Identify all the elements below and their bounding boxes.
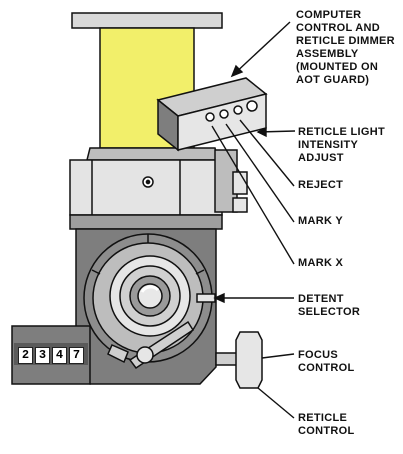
- callout-reticle-control: RETICLE CONTROL: [298, 412, 354, 438]
- callout-line: FOCUS: [298, 349, 338, 361]
- callout-reticle-light: RETICLE LIGHT INTENSITY ADJUST: [298, 126, 385, 165]
- callout-detent-selector: DETENT SELECTOR: [298, 293, 360, 319]
- upper-housing: [69, 159, 223, 216]
- callout-line: CONTROL AND: [296, 22, 380, 34]
- callout-line: RETICLE: [298, 412, 348, 424]
- arrowhead-computer-control: [230, 64, 244, 78]
- callout-line: RETICLE LIGHT: [298, 126, 386, 138]
- counter-digit: 7: [69, 347, 84, 364]
- leader-mark-x: [211, 125, 295, 265]
- button-reject: [233, 105, 243, 115]
- detent-selector-knob: [196, 293, 216, 303]
- callout-line: MARK Y: [298, 215, 343, 227]
- callout-line: CONTROL: [298, 425, 355, 437]
- leader-mark-y: [225, 123, 295, 223]
- button-mark-y: [205, 112, 215, 122]
- counter-digit: 4: [52, 347, 67, 364]
- leader-computer-control: [231, 21, 291, 77]
- leader-reject: [239, 119, 295, 187]
- lower-flange: [69, 214, 223, 230]
- upper-collar: [86, 147, 219, 161]
- callout-line: COMPUTER: [296, 9, 362, 21]
- callout-mark-x: MARK X: [298, 257, 343, 270]
- leader-reticle-control: [257, 387, 295, 419]
- callout-line: RETICLE DIMMER: [296, 35, 395, 47]
- button-mark-x: [219, 109, 229, 119]
- callout-line: CONTROL: [298, 362, 355, 374]
- callout-line: SELECTOR: [298, 306, 361, 318]
- callout-line: ADJUST: [298, 152, 344, 164]
- reticle-control-knob: [235, 331, 263, 389]
- reticle-intensity-knob: [246, 100, 258, 112]
- callout-line: ASSEMBLY: [296, 48, 359, 60]
- callout-line: REJECT: [298, 179, 344, 191]
- callout-line: DETENT: [298, 293, 344, 305]
- counter-digit: 2: [18, 347, 33, 364]
- callout-line: (MOUNTED ON: [296, 61, 379, 73]
- callout-mark-y: MARK Y: [298, 215, 343, 228]
- leader-focus: [261, 353, 295, 359]
- callout-focus-control: FOCUS CONTROL: [298, 349, 354, 375]
- callout-line: INTENSITY: [298, 139, 359, 151]
- callout-reject: REJECT: [298, 179, 343, 192]
- callout-computer-control: COMPUTER CONTROL AND RETICLE DIMMER ASSE…: [296, 9, 395, 87]
- callout-line: AOT GUARD): [296, 74, 370, 86]
- callout-line: MARK X: [298, 257, 344, 269]
- counter-display: 2 3 4 7: [18, 347, 84, 364]
- top-cap: [71, 12, 223, 29]
- counter-digit: 3: [35, 347, 50, 364]
